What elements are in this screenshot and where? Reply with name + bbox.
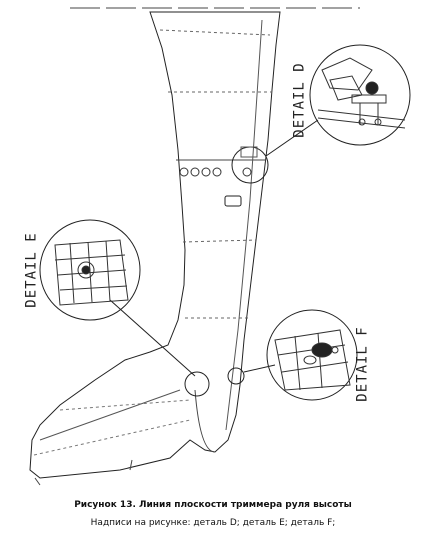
detail-e-marker (184, 371, 210, 397)
detail-f-drawing (274, 329, 351, 391)
detail-e-drawing (54, 239, 129, 306)
fin-outline (29, 11, 281, 479)
stabilizer-inner-line-3 (59, 399, 191, 411)
detail-f-label: DETAIL F (354, 326, 371, 402)
stabilizer-trim-diagram (29, 7, 411, 486)
fin-spar-line (225, 19, 263, 431)
figure-subcaption: Надписи на рисунке: деталь D; деталь E; … (90, 518, 336, 528)
fin-inner-line-1 (159, 29, 271, 36)
stabilizer-inner-line-2 (33, 419, 191, 456)
detail-e-label: DETAIL E (23, 232, 40, 308)
detail-d-marker (231, 146, 269, 184)
figure-caption: Рисунок 13. Линия плоскости триммера рул… (74, 500, 352, 510)
access-panel (224, 195, 242, 207)
detail-f-circle (266, 309, 358, 401)
fin-inner-line-4 (182, 239, 257, 243)
detail-d-marker-bolt (242, 167, 252, 177)
stabilizer-inner-line-1 (39, 389, 181, 441)
detail-d-marker-panel (240, 146, 258, 158)
detail-e-circle (39, 219, 141, 321)
trim-tab-mark (34, 459, 133, 486)
detail-d-drawing (317, 57, 406, 129)
detail-d-leader (265, 119, 319, 157)
detail-f-leader (243, 364, 276, 373)
detail-d-label: DETAIL D (291, 62, 308, 138)
detail-d-circle (309, 44, 411, 146)
detail-e-leader (109, 299, 196, 377)
rudder-bottom-curve (194, 389, 216, 453)
detail-f-marker (227, 367, 245, 385)
access-holes (179, 167, 222, 177)
